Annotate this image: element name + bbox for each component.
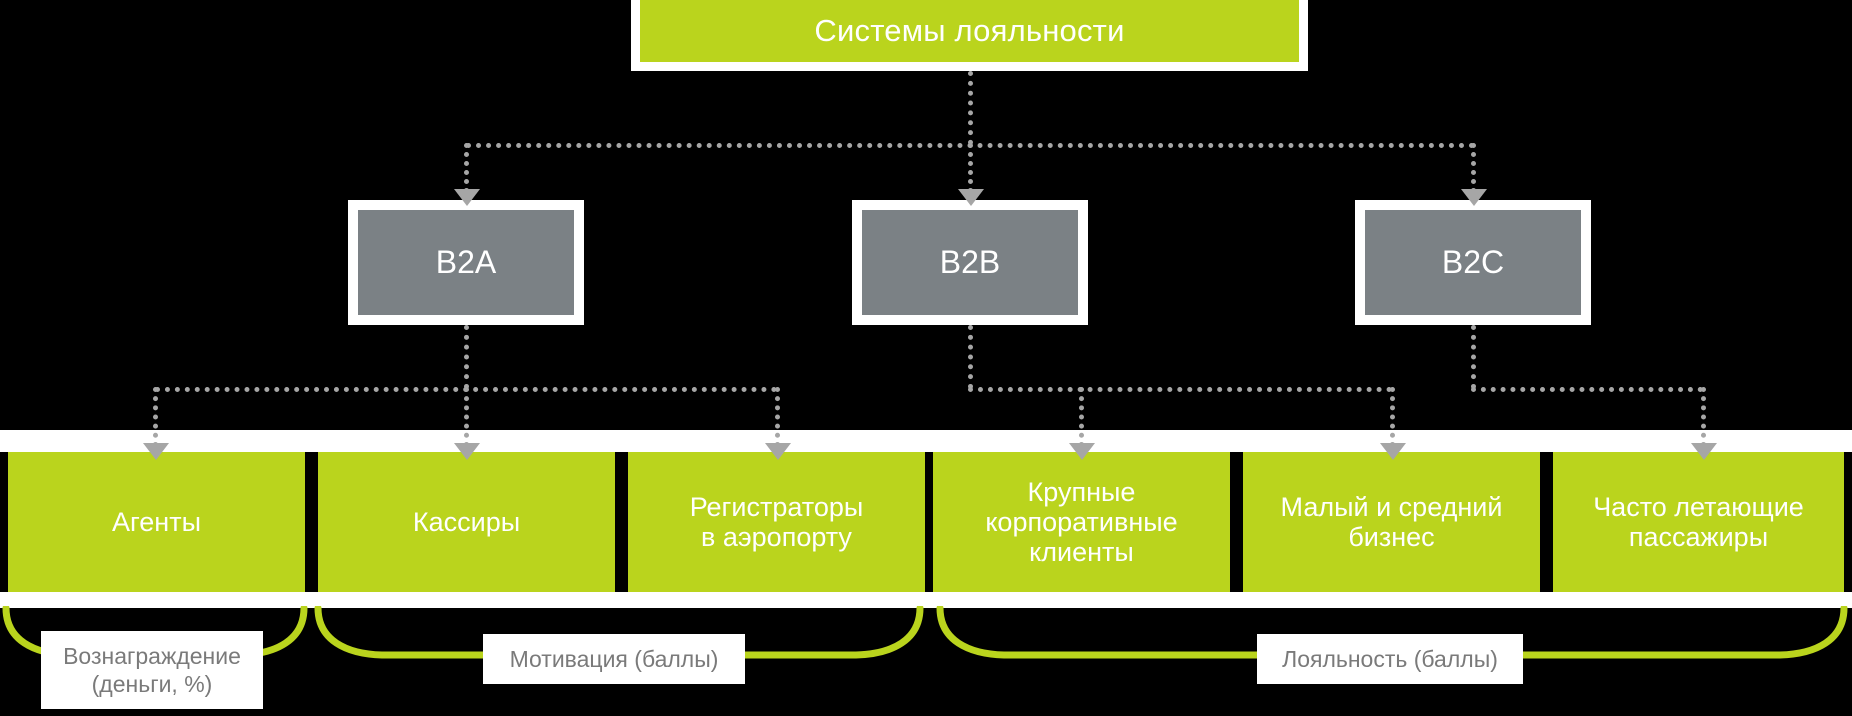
node-leaf-agents[interactable]: Агенты [8,452,305,592]
node-leaf-smb-label: Малый и средний бизнес [1280,491,1503,552]
node-leaf-frequent-label: Часто летающие пассажиры [1593,491,1804,552]
node-segment-b2a[interactable]: B2A [348,200,584,325]
connector-b2a-stem [464,325,469,389]
node-leaf-registrars-label: Регистраторы в аэропорту [689,491,864,552]
arrowhead-to-cashiers [454,443,480,460]
connector-b2a-to-cashiers [464,387,469,447]
connector-b2a-to-registrars [775,387,780,447]
node-segment-b2c[interactable]: B2C [1355,200,1591,325]
connector-root-to-bus [968,71,973,145]
connector-bus-to-b2c [1471,143,1476,193]
connector-b2b-to-corporate [1079,387,1084,447]
node-segment-b2c-label: B2C [1441,243,1505,280]
node-leaf-registrars[interactable]: Регистраторы в аэропорту [628,452,925,592]
bracket-label-motivation: Мотивация (баллы) [483,634,745,684]
arrowhead-to-b2b [958,189,984,206]
node-root-loyalty-systems[interactable]: Системы лояльности [631,0,1308,71]
node-segment-b2a-label: B2A [435,243,497,280]
connector-bus-to-b2b [968,143,973,193]
arrowhead-to-agents [143,443,169,460]
arrowhead-to-registrars [765,443,791,460]
connector-b2b-stem [968,325,973,389]
node-segment-b2b[interactable]: B2B [852,200,1088,325]
node-leaf-cashiers[interactable]: Кассиры [318,452,615,592]
bracket-label-loyalty-text: Лояльность (баллы) [1282,645,1498,672]
arrowhead-to-b2a [454,189,480,206]
bracket-label-motivation-text: Мотивация (баллы) [509,645,719,672]
connector-b2c-bus [1471,387,1703,392]
node-leaf-agents-label: Агенты [112,506,201,537]
arrowhead-to-frequent [1691,443,1717,460]
connector-b2b-bus [968,387,1392,392]
connector-b2c-to-frequent [1701,387,1706,447]
arrowhead-to-corporate [1069,443,1095,460]
node-leaf-cashiers-label: Кассиры [412,506,521,537]
connector-b2a-to-agents [153,387,158,447]
bracket-label-reward: Вознаграждение (деньги, %) [41,631,263,709]
arrowhead-to-smb [1380,443,1406,460]
node-leaf-frequent[interactable]: Часто летающие пассажиры [1553,452,1844,592]
node-segment-b2b-label: B2B [939,243,1001,280]
node-leaf-corporate-label: Крупные корпоративные клиенты [985,476,1178,568]
connector-b2b-to-smb [1390,387,1395,447]
connector-bus-to-b2a [464,143,469,193]
node-leaf-corporate[interactable]: Крупные корпоративные клиенты [933,452,1230,592]
leafrow-top-band [0,430,1852,452]
bracket-label-reward-text: Вознаграждение (деньги, %) [63,642,241,697]
node-leaf-smb[interactable]: Малый и средний бизнес [1243,452,1540,592]
connector-b2c-stem [1471,325,1476,389]
bracket-label-loyalty: Лояльность (баллы) [1257,634,1523,684]
arrowhead-to-b2c [1461,189,1487,206]
node-root-label: Системы лояльности [814,12,1125,48]
leafrow-bottom-band [0,592,1852,608]
